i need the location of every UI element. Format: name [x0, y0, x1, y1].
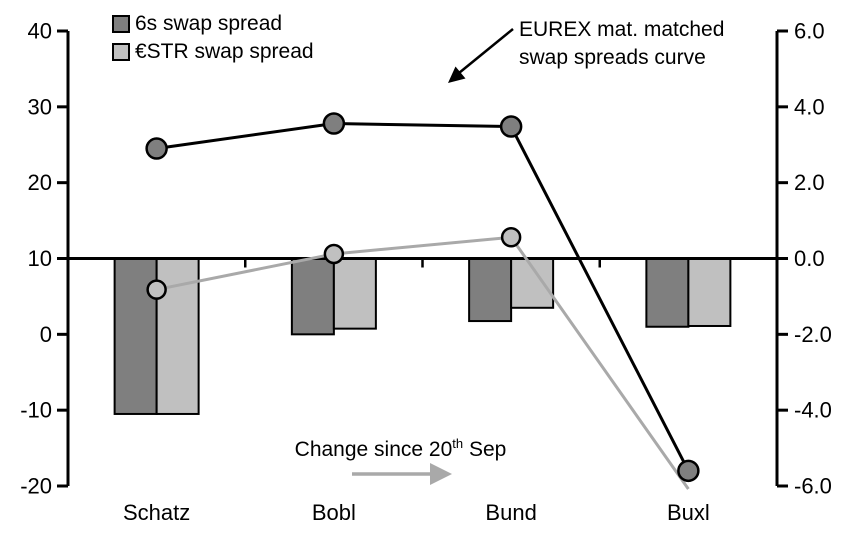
right-axis-label: 6.0 — [794, 19, 825, 44]
right-axis-label: -4.0 — [794, 398, 832, 423]
line-6s — [156, 122, 690, 472]
left-axis-label: 30 — [28, 94, 52, 119]
marker-estr-schatz — [146, 279, 167, 300]
curve-annotation-arrow-head — [448, 66, 466, 83]
right-axis-label: 4.0 — [794, 94, 825, 119]
bar-6s-bund — [468, 257, 513, 323]
legend-swatch-6s — [112, 14, 130, 33]
bar-6s-buxl — [645, 257, 690, 328]
legend-label-6s: 6s swap spread — [135, 12, 283, 35]
right-axis-label: 0.0 — [794, 246, 825, 271]
marker-estr-bund — [500, 227, 522, 248]
change-annotation-text: Change since 20 — [294, 438, 453, 461]
marker-6s-buxl — [677, 459, 700, 483]
marker-6s-bobl — [322, 112, 346, 135]
left-axis-label: -20 — [20, 474, 52, 499]
right-axis-label: -6.0 — [794, 474, 832, 499]
curve-annotation-line1: EUREX mat. matched — [519, 18, 725, 41]
bar-estr-bobl — [332, 257, 377, 330]
marker-estr-bobl — [323, 243, 345, 265]
left-axis-label: -10 — [20, 398, 52, 423]
x-category-label: Bobl — [312, 500, 356, 525]
x-category-label: Bund — [485, 500, 536, 525]
curve-annotation-line2: swap spreads curve — [519, 46, 706, 69]
legend-item-6s: 6s swap spread — [112, 13, 314, 34]
curve-annotation-arrow-line — [458, 28, 514, 74]
line-estr — [156, 235, 690, 490]
right-axis-label: 2.0 — [794, 170, 825, 195]
bar-6s-bobl — [290, 257, 335, 336]
left-axis-label: 40 — [28, 19, 52, 44]
marker-6s-bund — [499, 115, 523, 138]
left-axis-label: 20 — [28, 170, 52, 195]
chart-legend: 6s swap spread €STR swap spread — [112, 13, 314, 62]
change-annotation-arrow-head — [430, 463, 452, 485]
legend-swatch-estr — [112, 42, 130, 61]
marker-6s-schatz — [145, 137, 168, 160]
curve-annotation: EUREX mat. matched swap spreads curve — [519, 16, 724, 72]
left-axis-label: 10 — [28, 246, 52, 271]
legend-label-estr: €STR swap spread — [135, 40, 314, 63]
change-annotation: Change since 20th Sep — [278, 436, 523, 462]
right-axis-label: -2.0 — [794, 322, 832, 347]
legend-item-estr: €STR swap spread — [112, 41, 314, 62]
x-category-label: Buxl — [667, 500, 710, 525]
x-category-label: Schatz — [123, 500, 190, 525]
change-annotation-text-after: Sep — [463, 438, 507, 461]
change-annotation-sup: th — [452, 436, 464, 451]
left-axis-label: 0 — [40, 322, 52, 347]
bar-estr-buxl — [687, 257, 732, 327]
